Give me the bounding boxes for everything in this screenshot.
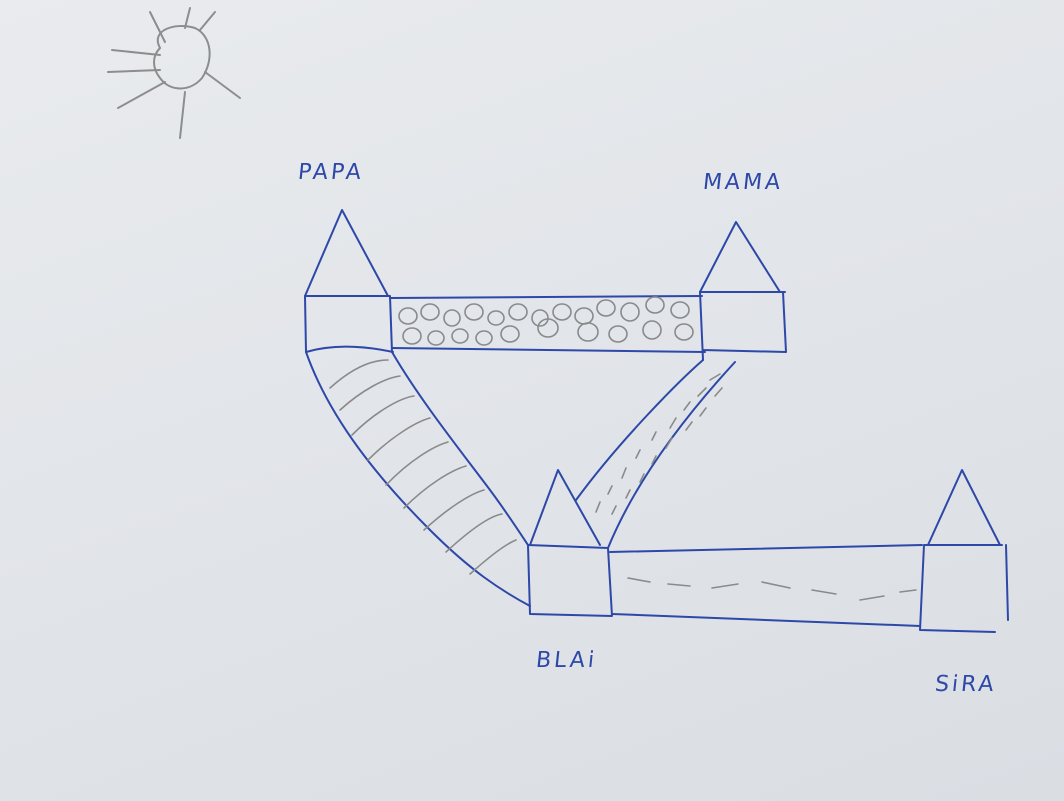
label-blai: BLAi (535, 648, 599, 673)
tower-sira (920, 470, 1008, 632)
tower-blai-body (528, 545, 612, 616)
label-papa: PAPA (297, 160, 365, 185)
pebble-texture (596, 374, 722, 514)
tower-papa-roof (305, 210, 388, 296)
dash-texture (628, 578, 916, 600)
bridge-mama-blai (576, 360, 735, 548)
label-sira: SiRA (934, 672, 998, 697)
tower-sira-roof (928, 470, 1000, 545)
tower-blai (528, 470, 612, 616)
tower-mama-body (700, 292, 786, 360)
plank-texture (330, 360, 516, 574)
bridge-blai-sira (610, 545, 922, 626)
bridge-papa-blai (306, 352, 530, 606)
tower-sira-body (920, 545, 1008, 632)
sun-icon (108, 8, 240, 138)
tower-mama (700, 222, 786, 360)
label-mama: MAMA (702, 170, 785, 195)
tower-mama-roof (700, 222, 780, 292)
tower-papa-body (305, 296, 393, 352)
tower-papa (305, 210, 393, 352)
stone-texture (399, 297, 693, 345)
